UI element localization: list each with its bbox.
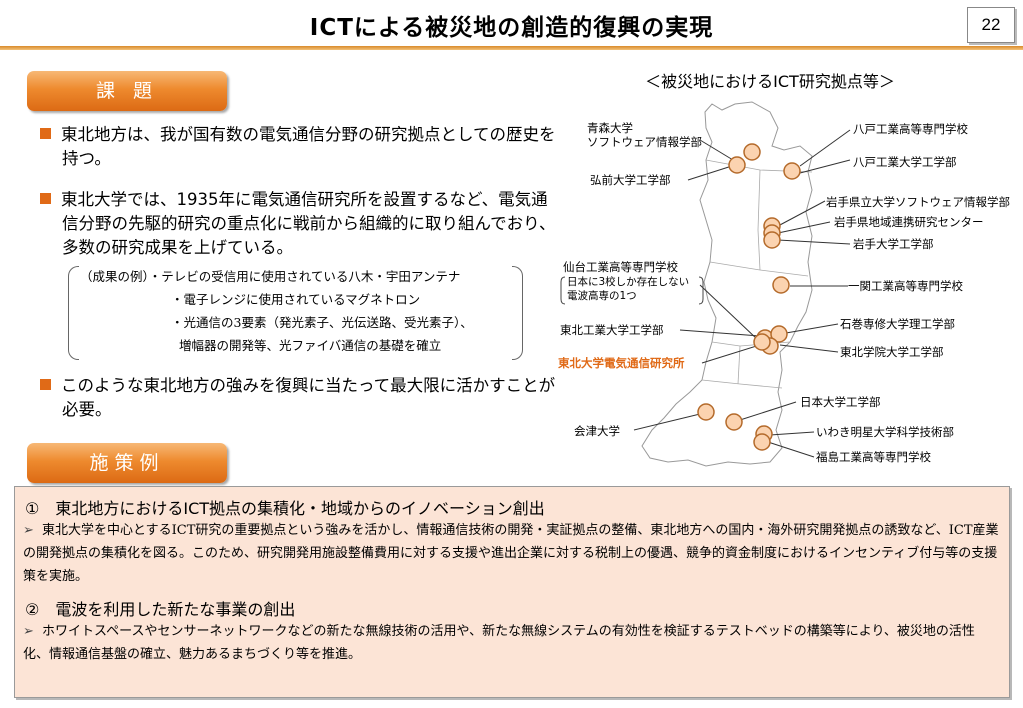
example-line-3: ・光通信の3要素（発光素子、光伝送路、受光素子）、: [171, 315, 473, 330]
title-divider: [0, 46, 1023, 50]
example-line-4: 増幅器の開発等、光ファイバ通信の基礎を確立: [179, 338, 442, 353]
measure-text-2: ホワイトスペースやセンサーネットワークなどの新たな無線技術の活用や、新たな無線シ…: [23, 624, 975, 662]
marker-iwaki-2: [753, 433, 771, 451]
marker-hirosaki: [728, 156, 746, 174]
label-hirosaki: 弘前大学工学部: [590, 173, 671, 187]
measures-heading-pill: 施策例: [27, 443, 227, 483]
label-iwaki-meisei: いわき明星大学科学技術部: [816, 425, 954, 439]
label-sendai-kosen-1: 仙台工業高等専門学校: [563, 260, 678, 274]
issue-heading-pill: 課 題: [27, 71, 227, 111]
marker-aomori: [743, 143, 761, 161]
measure-item-1: ① 東北地方におけるICT拠点の集積化・地域からのイノベーション創出 ➢ 東北大…: [15, 495, 1009, 588]
label-ishinomaki: 石巻専修大学理工学部: [840, 317, 955, 331]
leader-fukushima-kosen: [767, 441, 815, 458]
measures-box: ① 東北地方におけるICT拠点の集積化・地域からのイノベーション創出 ➢ 東北大…: [14, 486, 1010, 698]
leader-aizu: [633, 413, 701, 431]
leader-iwate-center: [777, 221, 831, 234]
measure-body-2: ➢ ホワイトスペースやセンサーネットワークなどの新たな無線技術の活用や、新たな無…: [23, 620, 999, 666]
leader-tohoku-gakuin: [779, 344, 839, 353]
marker-hachinohe: [783, 162, 801, 180]
label-tohoku-kogyo: 東北工業大学工学部: [560, 323, 664, 337]
leader-hachinohe-univ: [799, 159, 851, 174]
label-aomori-2: ソフトウェア情報学部: [587, 135, 702, 149]
example-line-2: ・電子レンジに使用されているマグネトロン: [171, 292, 421, 307]
tohoku-map: [560, 101, 851, 467]
measure-heading-1: ① 東北地方におけるICT拠点の集積化・地域からのイノベーション創出: [25, 499, 545, 518]
bullet-square-icon: [40, 379, 51, 390]
tohoku-region-outline: [641, 101, 813, 467]
prefecture-border-6: [737, 345, 741, 385]
page-number: 22: [967, 7, 1015, 43]
arrow-bullet-icon: ➢: [23, 523, 34, 538]
marker-nihon-univ: [697, 403, 715, 421]
issue-paragraph-1: 東北地方は、我が国有数の電気通信分野の研究拠点としての歴史を持つ。: [40, 123, 560, 171]
label-hachinohe-univ: 八戸工業大学工学部: [853, 155, 957, 169]
measure-heading-2: ② 電波を利用した新たな事業の創出: [25, 600, 296, 619]
issue-text-2: 東北大学では、1935年に電気通信研究所を設置するなど、電気通信分野の先駆的研究…: [61, 190, 556, 257]
measure-body-1: ➢ 東北大学を中心とするICT研究の重要拠点という強みを活かし、情報通信技術の開…: [23, 519, 999, 588]
measure-text-1: 東北大学を中心とするICT研究の重要拠点という強みを活かし、情報通信技術の開発・…: [23, 523, 999, 584]
label-sendai-kosen-2: 日本に3校しか存在しない: [567, 276, 690, 288]
label-tohoku-riec: 東北大学電気通信研究所: [558, 356, 685, 370]
leader-iwaki-meisei: [769, 431, 815, 436]
leader-sendai-kosen: [699, 284, 759, 341]
label-iwate-univ: 岩手大学工学部: [853, 237, 934, 251]
issue-paragraph-3: このような東北地方の強みを復興に当たって最大限に活かすことが必要。: [40, 374, 560, 422]
bullet-square-icon: [40, 128, 51, 139]
leader-tohoku-kogyo: [679, 329, 761, 337]
issue-text-1: 東北地方は、我が国有数の電気通信分野の研究拠点としての歴史を持つ。: [61, 125, 556, 168]
label-tohoku-gakuin: 東北学院大学工学部: [840, 345, 944, 359]
example-line-1: （成果の例）・テレビの受信用に使用されている八木・宇田アンテナ: [80, 269, 461, 284]
marker-iwate-3: [763, 231, 781, 249]
sendai-kosen-bracket: [560, 276, 704, 305]
issue-text-3: このような東北地方の強みを復興に当たって最大限に活かすことが必要。: [61, 376, 556, 419]
issue-paragraph-2: 東北大学では、1935年に電気通信研究所を設置するなど、電気通信分野の先駆的研究…: [40, 188, 560, 260]
leader-hirosaki: [687, 164, 736, 181]
label-hachinohe-kosen: 八戸工業高等専門学校: [853, 122, 968, 136]
leader-ishinomaki: [785, 323, 839, 334]
bullet-square-icon: [40, 193, 51, 204]
leader-iwate-pref: [777, 200, 826, 227]
leader-hachinohe-kosen: [799, 129, 851, 167]
label-iwate-pref: 岩手県立大学ソフトウェア情報学部: [826, 195, 1010, 209]
leader-nihon-univ: [739, 401, 797, 421]
arrow-bullet-icon: ➢: [23, 624, 34, 639]
label-aizu: 会津大学: [574, 424, 620, 438]
label-iwate-center: 岩手県地域連携研究センター: [834, 215, 984, 229]
page-title: ICTによる被災地の創造的復興の実現: [309, 15, 714, 41]
marker-ichinoseki: [772, 276, 790, 294]
prefecture-border-3: [757, 169, 761, 271]
label-aomori-1: 青森大学: [587, 121, 633, 135]
label-fukushima-kosen: 福島工業高等専門学校: [816, 450, 931, 464]
measure-item-2: ② 電波を利用した新たな事業の創出 ➢ ホワイトスペースやセンサーネットワークな…: [15, 596, 1009, 666]
achievement-examples: （成果の例）・テレビの受信用に使用されている八木・宇田アンテナ ・電子レンジに使…: [68, 262, 523, 360]
label-ichinoseki: 一関工業高等専門学校: [848, 279, 963, 293]
marker-aizu: [725, 413, 743, 431]
label-nihon-univ: 日本大学工学部: [800, 395, 881, 409]
leader-tohoku-riec: [701, 343, 764, 364]
marker-sendai-4: [753, 333, 771, 351]
marker-sendai-2: [770, 325, 788, 343]
map-title: ＜被災地におけるICT研究拠点等＞: [645, 72, 895, 91]
label-sendai-kosen-3: 電波高専の1つ: [567, 290, 637, 302]
prefecture-border-5: [701, 379, 783, 389]
leader-iwate-univ: [777, 239, 851, 245]
